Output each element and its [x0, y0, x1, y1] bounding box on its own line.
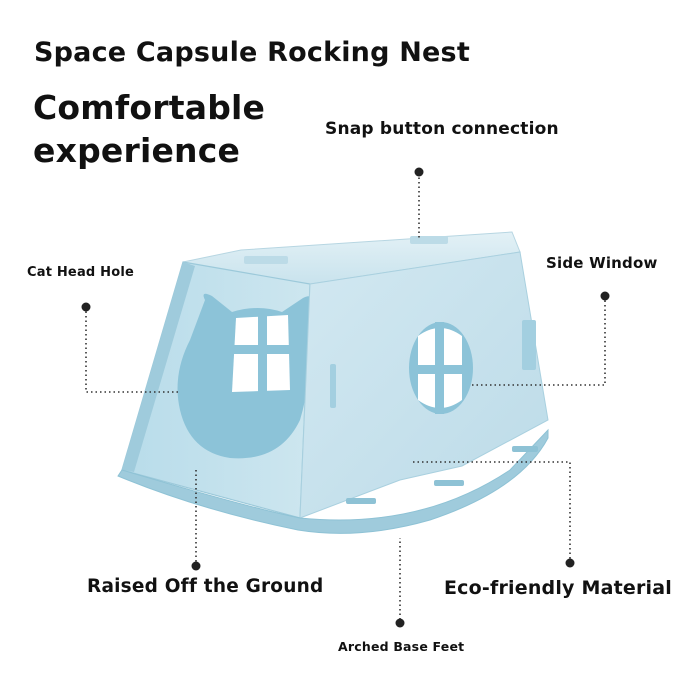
callout-arched-base-feet: Arched Base Feet — [338, 639, 465, 654]
snap-button-tab — [244, 256, 288, 264]
cat-head-window-cross — [232, 314, 292, 394]
leader-dot — [600, 291, 610, 301]
callout-snap-button: Snap button connection — [325, 119, 559, 139]
base-foot-slot — [512, 446, 538, 452]
snap-slot — [330, 364, 336, 408]
base-foot-slot — [434, 480, 464, 486]
callout-cat-head-hole: Cat Head Hole — [27, 265, 135, 280]
leader-cathead — [85, 307, 180, 393]
callout-raised-off-ground: Raised Off the Ground — [87, 576, 324, 597]
side-panel — [299, 251, 549, 519]
snap-slot — [522, 320, 536, 370]
front-panel — [121, 261, 312, 519]
side-window — [409, 322, 473, 414]
page-title: Space Capsule Rocking Nest — [34, 37, 470, 68]
callout-eco-friendly: Eco-friendly Material — [444, 577, 672, 599]
arched-base — [117, 428, 549, 534]
snap-button-tab — [410, 236, 448, 244]
headline-line-2: experience — [33, 131, 241, 170]
callout-side-window: Side Window — [546, 254, 658, 272]
leader-dot — [81, 302, 91, 312]
leader-dots — [81, 167, 610, 628]
leader-dot — [565, 558, 575, 568]
leader-dot — [395, 618, 405, 628]
leader-dot — [191, 561, 201, 571]
roof-panel — [182, 231, 521, 285]
leader-lines — [85, 173, 606, 624]
headline-line-1: Comfortable — [33, 88, 266, 127]
leader-dot — [414, 167, 424, 177]
leader-eco — [410, 461, 571, 563]
base-foot-slot — [346, 498, 376, 504]
